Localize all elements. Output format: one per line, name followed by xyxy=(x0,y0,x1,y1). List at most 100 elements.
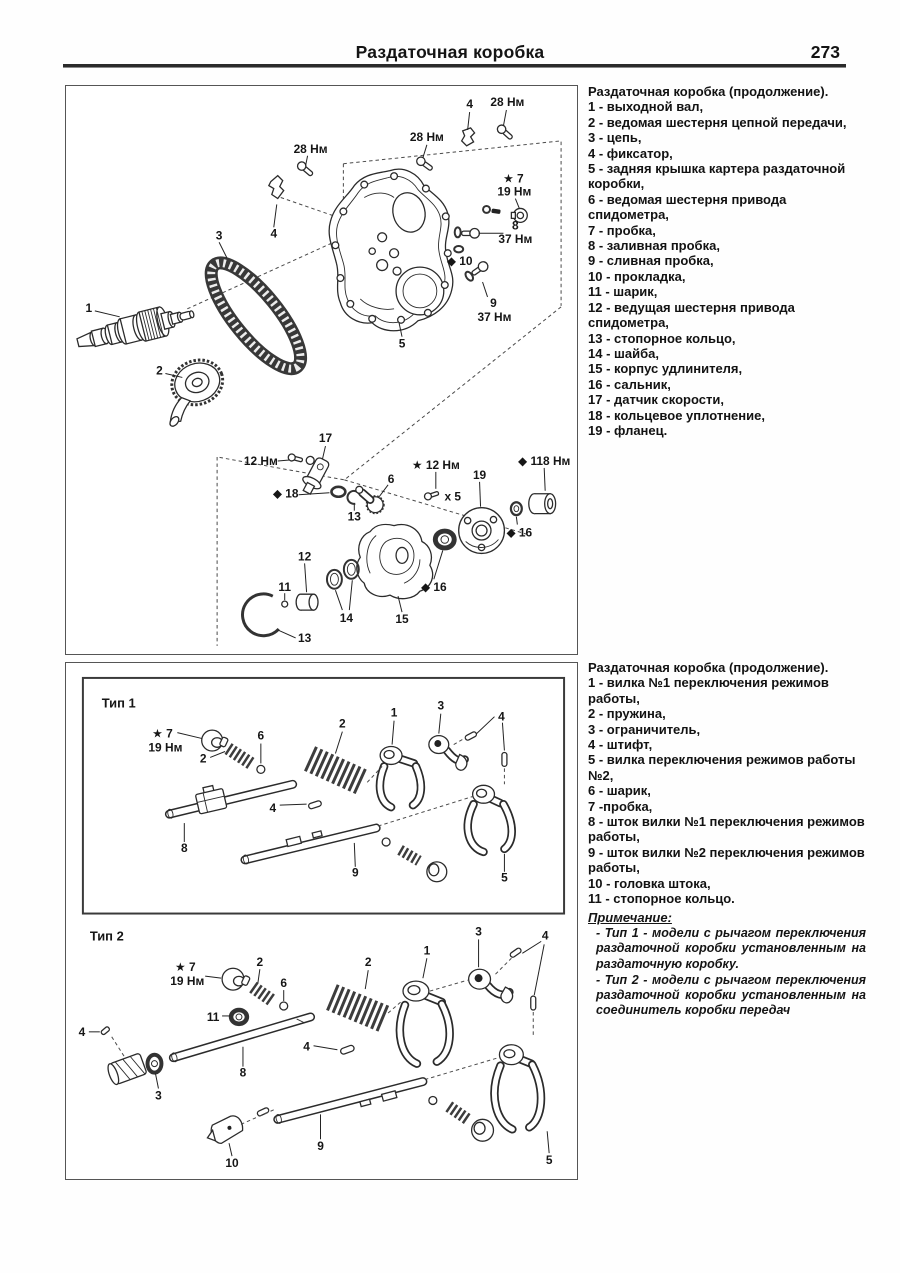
part-bushing-12 xyxy=(295,593,319,611)
t2-rod-9 xyxy=(273,1077,428,1124)
diagram-top-labels: 28 Нм 4 3 1 2 4 28 Нм 28 Нм ★ 7 19 Нм 8 … xyxy=(86,95,571,645)
t2-pin-near-10 xyxy=(256,1107,270,1117)
type1-title: Тип 1 xyxy=(102,696,136,711)
t1-rod-8 xyxy=(164,779,298,819)
type2-title: Тип 2 xyxy=(90,928,124,943)
t1-ball-6 xyxy=(256,764,266,775)
label-part-2: 2 xyxy=(156,363,163,377)
label-part-10: ◆ 10 xyxy=(447,254,473,268)
t2-label-p2a: 2 xyxy=(257,955,264,969)
shift-forks-diagram: Тип 1 Тип 2 xyxy=(65,662,578,1180)
t1-pin-4b xyxy=(501,751,508,768)
label-part-9: 9 xyxy=(490,296,497,310)
label-part-5: 5 xyxy=(399,337,406,351)
t1-pin-4-mid xyxy=(307,800,322,810)
parts-item: 4 - штифт, xyxy=(588,737,653,753)
part-plug-7 xyxy=(482,204,528,224)
part-rear-cover xyxy=(328,168,454,332)
note-type1: - Тип 1 - модели с рычагом переключения … xyxy=(596,925,866,971)
t2-label-p4b: 4 xyxy=(303,1040,310,1054)
parts-item: 3 - цепь, xyxy=(588,130,642,146)
parts-item: 7 -пробка, xyxy=(588,798,653,814)
part-filler-plug-8 xyxy=(453,226,481,239)
parts-item: 11 - стопорное кольцо. xyxy=(588,891,735,907)
t2-rod-head-block xyxy=(107,1053,147,1086)
note-heading: Примечание: xyxy=(588,909,672,925)
part-oring-18 xyxy=(330,485,347,499)
label-part-16b: ◆ 16 xyxy=(421,580,447,594)
t2-label-p11: 11 xyxy=(207,1010,220,1024)
t1-label-star7: ★ 7 xyxy=(152,727,173,741)
parts-item: 18 - кольцевое уплотнение, xyxy=(588,407,765,423)
t2-label-p4c: 4 xyxy=(542,928,549,942)
t2-ball-6 xyxy=(279,1001,289,1011)
label-part-4-left: 4 xyxy=(270,226,277,240)
t2-fork-5 xyxy=(490,1044,546,1134)
t2-label-t19: 19 Нм xyxy=(170,974,204,988)
t2-label-p5: 5 xyxy=(546,1153,553,1167)
part-washer-16a xyxy=(509,501,523,517)
parts-item: 2 - ведомая шестерня цепной передачи, xyxy=(588,114,847,130)
label-part-1: 1 xyxy=(86,301,93,315)
part-snapring-13b xyxy=(241,592,280,638)
t1-detent-spring xyxy=(397,845,422,866)
t2-detent-ball xyxy=(428,1095,438,1106)
parts-item: 10 - прокладка, xyxy=(588,268,686,284)
t2-label-p10: 10 xyxy=(225,1156,239,1170)
parts-item: 19 - фланец. xyxy=(588,422,668,438)
t2-label-p3a: 3 xyxy=(155,1088,162,1102)
parts-item: 4 - фиксатор, xyxy=(588,145,673,161)
parts-item: 13 - стопорное кольцо, xyxy=(588,330,736,346)
parts-item: 5 - задняя крышка картера раздаточной ко… xyxy=(588,161,846,192)
t2-rod-8 xyxy=(168,1012,316,1063)
parts-item: 10 - головка штока, xyxy=(588,875,711,891)
parts-item: 8 - заливная пробка, xyxy=(588,238,720,254)
t2-detent-spring xyxy=(445,1101,472,1125)
leader-lines xyxy=(94,109,546,639)
header-rule xyxy=(63,64,846,68)
part-speedo-gear-6 xyxy=(355,485,385,515)
part-seal-16b xyxy=(432,528,457,551)
t1-label-t19: 19 Нм xyxy=(148,740,182,754)
t1-label-p2b: 2 xyxy=(339,717,346,731)
t1-fork-1 xyxy=(375,745,426,812)
t2-leader-lines xyxy=(88,939,550,1157)
t1-label-p6: 6 xyxy=(258,729,265,743)
label-part-6: 6 xyxy=(388,472,395,486)
type2-group: ★ 7 19 Нм 2 6 11 4 3 8 4 2 1 3 4 9 10 5 xyxy=(79,924,553,1170)
parts-item: 2 - пружина, xyxy=(588,706,666,722)
parts-item: 8 - шток вилки №1 переключения режимов р… xyxy=(588,814,865,845)
label-part-4-top: 4 xyxy=(466,97,473,111)
transfer-case-exploded-diagram: 28 Нм 4 3 1 2 4 28 Нм 28 Нм ★ 7 19 Нм 8 … xyxy=(65,85,578,655)
label-part-17: 17 xyxy=(319,431,333,445)
parts-item: 17 - датчик скорости, xyxy=(588,392,724,408)
label-part-12: 12 xyxy=(298,549,312,563)
t1-plug-7 xyxy=(201,729,229,752)
part-speed-sensor-17 xyxy=(302,455,330,496)
t1-detent-ball xyxy=(381,837,391,847)
type1-group: ★ 7 19 Нм 2 6 2 1 3 4 4 8 9 5 xyxy=(148,699,516,885)
parts-item: 9 - шток вилки №2 переключения режимов р… xyxy=(588,844,865,876)
t2-label-p8: 8 xyxy=(240,1066,247,1080)
label-star-7: ★ 7 xyxy=(503,172,524,186)
label-part-18: ◆ 18 xyxy=(273,487,299,501)
t2-label-p1: 1 xyxy=(424,943,431,957)
t1-label-p4a: 4 xyxy=(498,710,505,724)
parts-item: 5 - вилка переключения режимов работы №2… xyxy=(588,752,856,783)
label-part-15: 15 xyxy=(395,612,409,626)
t2-label-p9: 9 xyxy=(317,1139,324,1153)
part-nut-118 xyxy=(528,493,557,515)
t2-label-p3b: 3 xyxy=(475,924,482,938)
t1-dashed-lines xyxy=(366,737,505,827)
part-drain-plug-9 xyxy=(464,261,489,282)
part-extension-housing-15 xyxy=(356,523,434,600)
label-part-16a: ◆ 16 xyxy=(506,526,532,540)
part-gasket-10 xyxy=(453,245,465,254)
t2-labels: ★ 7 19 Нм 2 6 11 4 3 8 4 2 1 3 4 9 10 5 xyxy=(79,924,553,1170)
label-torque-12: 12 Нм xyxy=(244,454,278,468)
t2-dashed-lines xyxy=(111,957,534,1125)
part-ball-11 xyxy=(281,600,289,608)
type1-frame xyxy=(81,676,566,915)
label-part-11: 11 xyxy=(278,580,291,594)
